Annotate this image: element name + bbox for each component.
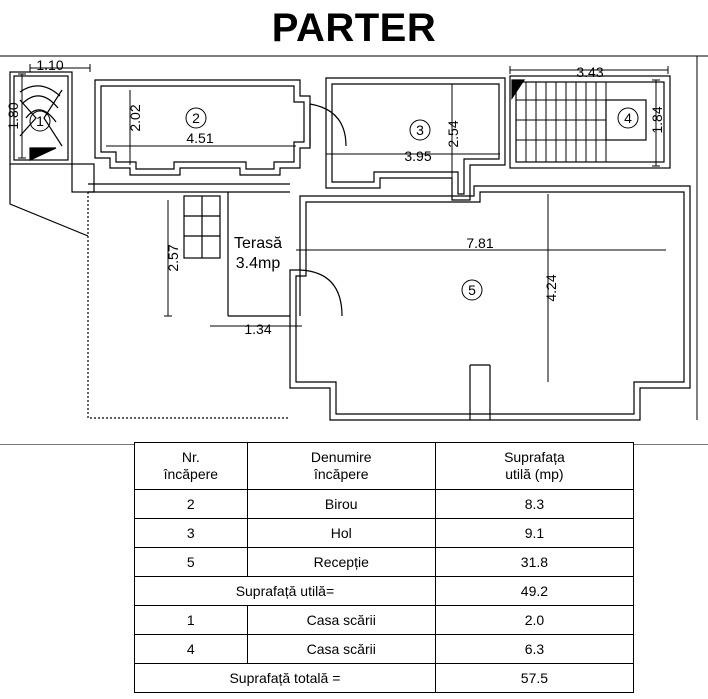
table-row: 2 Birou 8.3 bbox=[134, 489, 635, 519]
dim-1-84: 1.84 bbox=[649, 106, 665, 133]
cell-area: 8.3 bbox=[434, 489, 635, 519]
dim-2-57: 2.57 bbox=[165, 244, 181, 271]
cell-name: Hol bbox=[246, 518, 436, 548]
dim-2-54: 2.54 bbox=[445, 120, 461, 147]
header-name: Denumire încăpere bbox=[246, 442, 436, 490]
cell-area: 2.0 bbox=[434, 605, 635, 635]
dim-1-80: 1.80 bbox=[5, 102, 21, 129]
useful-total-value: 49.2 bbox=[434, 576, 635, 606]
cell-name: Recepție bbox=[246, 547, 436, 577]
useful-total-label: Suprafață utilă= bbox=[134, 576, 436, 606]
header-name-text: Denumire încăpere bbox=[310, 449, 372, 482]
room-number-1: 1 bbox=[36, 113, 44, 129]
table-row: 1 Casa scării 2.0 bbox=[134, 605, 635, 635]
table-row: 5 Recepție 31.8 bbox=[134, 547, 635, 577]
room-number-5: 5 bbox=[468, 282, 476, 298]
dim-1-10: 1.10 bbox=[36, 57, 63, 73]
cell-nr: 1 bbox=[134, 605, 248, 635]
dim-3-43: 3.43 bbox=[576, 64, 603, 80]
cell-area: 6.3 bbox=[434, 634, 635, 664]
cell-area: 31.8 bbox=[434, 547, 635, 577]
cell-area: 9.1 bbox=[434, 518, 635, 548]
header-nr: Nr. încăpere bbox=[134, 442, 248, 490]
cell-name: Casa scării bbox=[246, 605, 436, 635]
dim-3-95: 3.95 bbox=[404, 148, 431, 164]
table-row: 4 Casa scării 6.3 bbox=[134, 634, 635, 664]
room-number-3: 3 bbox=[416, 122, 424, 138]
cell-name: Casa scării bbox=[246, 634, 436, 664]
room-area-table: Nr. încăpere Denumire încăpere Suprafața… bbox=[134, 442, 635, 693]
room-number-2: 2 bbox=[192, 110, 200, 126]
cell-nr: 2 bbox=[134, 489, 248, 519]
cell-nr: 3 bbox=[134, 518, 248, 548]
plan-title: PARTER bbox=[271, 6, 437, 50]
cell-name: Birou bbox=[246, 489, 436, 519]
dim-7-81: 7.81 bbox=[466, 235, 493, 251]
dim-2-02: 2.02 bbox=[127, 104, 143, 131]
header-nr-text: Nr. încăpere bbox=[163, 449, 219, 482]
table-row: 3 Hol 9.1 bbox=[134, 518, 635, 548]
cell-nr: 5 bbox=[134, 547, 248, 577]
dim-4-24: 4.24 bbox=[543, 274, 559, 301]
useful-total-row: Suprafață utilă= 49.2 bbox=[134, 576, 635, 606]
grand-total-label: Suprafață totală = bbox=[134, 663, 436, 693]
dim-4-51: 4.51 bbox=[186, 130, 213, 146]
grand-total-row: Suprafață totală = 57.5 bbox=[134, 663, 635, 693]
header-area-text: Suprafața utilă (mp) bbox=[504, 449, 565, 482]
terrace-area: 3.4mp bbox=[236, 255, 281, 272]
floor-plan: 1 2 3 4 5 Terasă 3.4mp 1.10 1.80 2.02 4.… bbox=[0, 55, 708, 421]
cell-nr: 4 bbox=[134, 634, 248, 664]
terrace-label: Terasă bbox=[234, 235, 282, 252]
room-number-4: 4 bbox=[624, 110, 632, 126]
table-header-row: Nr. încăpere Denumire încăpere Suprafața… bbox=[134, 442, 635, 490]
dim-1-34: 1.34 bbox=[244, 321, 271, 337]
grand-total-value: 57.5 bbox=[434, 663, 635, 693]
header-area: Suprafața utilă (mp) bbox=[434, 442, 635, 490]
